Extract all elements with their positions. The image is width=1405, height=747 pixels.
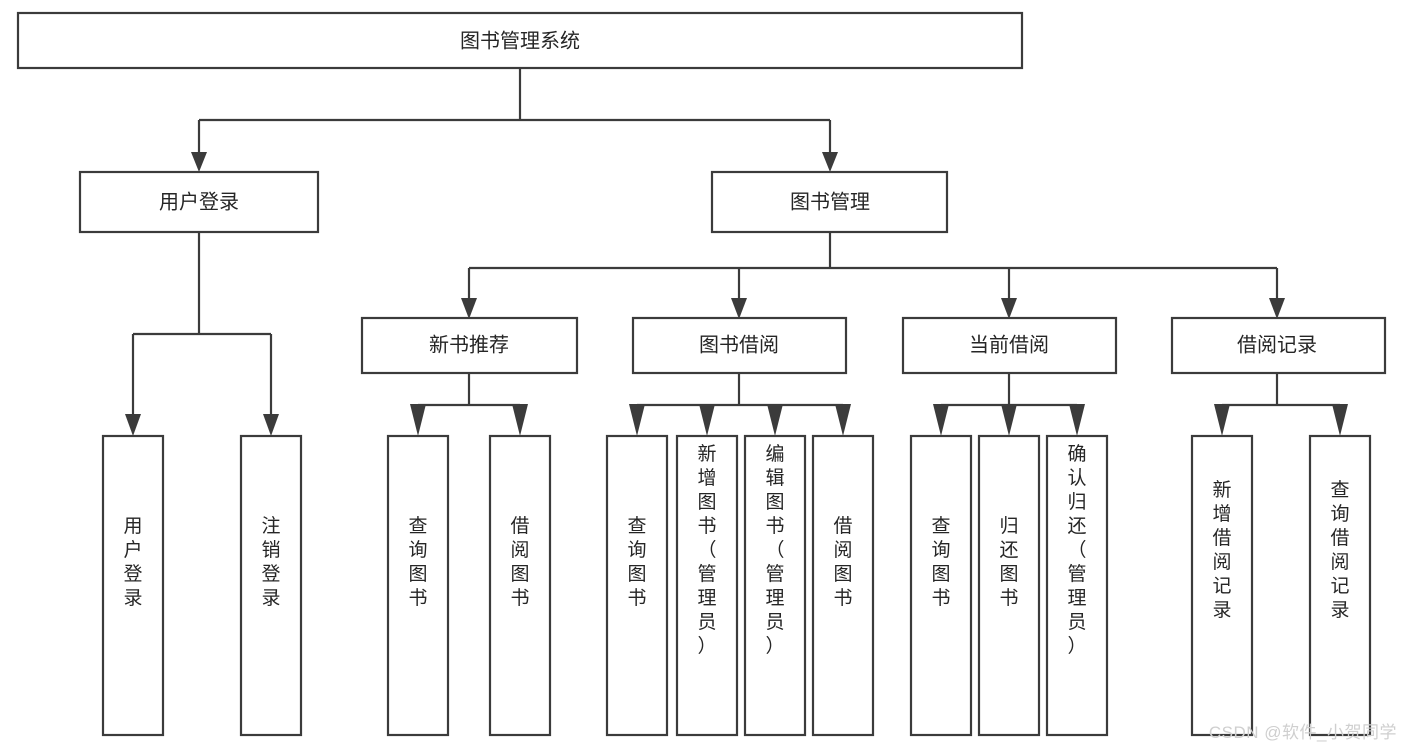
leaf-confirm-return-admin-label: 确认归还（管理员） — [1067, 443, 1086, 657]
node-root-system-label: 图书管理系统 — [460, 29, 580, 52]
arrowhead-current-borrow — [1001, 298, 1017, 319]
leaf-add-book-admin-label: 新增图书（管理员） — [697, 443, 716, 657]
leaf-edit-book-admin[interactable]: 编辑图书（管理员） — [743, 434, 807, 737]
leaf-user-login-box[interactable] — [101, 434, 165, 737]
node-root-system[interactable]: 图书管理系统 — [16, 11, 1024, 70]
arrowhead-leaf-query-book-2 — [629, 404, 645, 436]
leaf-query-borrow-record-box[interactable] — [1308, 434, 1372, 737]
leaf-query-borrow-record-label: 查询借阅记录 — [1330, 479, 1349, 621]
leaf-return-book-label: 归还图书 — [999, 515, 1018, 609]
leaf-query-book-3[interactable]: 查询图书 — [909, 434, 973, 737]
leaf-add-borrow-record-box[interactable] — [1190, 434, 1254, 737]
leaf-add-borrow-record[interactable]: 新增借阅记录 — [1190, 434, 1254, 737]
node-current-borrow-box[interactable] — [901, 316, 1118, 375]
leaf-query-book-1-label: 查询图书 — [408, 515, 427, 609]
node-new-book-recommend-box[interactable] — [360, 316, 579, 375]
node-borrow-record[interactable]: 借阅记录 — [1170, 316, 1387, 375]
leaf-return-book-box[interactable] — [977, 434, 1041, 737]
leaf-query-book-2-box[interactable] — [605, 434, 669, 737]
leaf-confirm-return-admin[interactable]: 确认归还（管理员） — [1045, 434, 1109, 737]
leaf-borrow-book-1[interactable]: 借阅图书 — [488, 434, 552, 737]
leaf-logout-login[interactable]: 注销登录 — [239, 434, 303, 737]
leaf-user-login[interactable]: 用户登录 — [101, 434, 165, 737]
arrowhead-leaf-query-book-1 — [410, 404, 426, 436]
node-new-book-recommend[interactable]: 新书推荐 — [360, 316, 579, 375]
arrowhead-leaf-borrow-book-2 — [835, 404, 851, 436]
node-book-borrow-box[interactable] — [631, 316, 848, 375]
leaf-confirm-return-admin-box[interactable] — [1045, 434, 1109, 737]
leaf-edit-book-admin-label: 编辑图书（管理员） — [765, 443, 784, 657]
leaf-add-book-admin[interactable]: 新增图书（管理员） — [675, 434, 739, 737]
arrowhead-book-borrow — [731, 298, 747, 319]
leaf-query-book-3-label: 查询图书 — [931, 515, 950, 609]
node-borrow-record-box[interactable] — [1170, 316, 1387, 375]
leaf-logout-login-label: 注销登录 — [261, 515, 280, 609]
leaf-add-borrow-record-label: 新增借阅记录 — [1212, 479, 1231, 621]
node-book-borrow-label: 图书借阅 — [699, 333, 779, 356]
csdn-watermark: CSDN @软件_小贺同学 — [1208, 723, 1397, 742]
leaf-edit-book-admin-box[interactable] — [743, 434, 807, 737]
leaf-logout-login-box[interactable] — [239, 434, 303, 737]
leaf-user-login-label: 用户登录 — [123, 516, 142, 609]
node-root-system-box[interactable] — [16, 11, 1024, 70]
node-new-book-recommend-label: 新书推荐 — [429, 333, 509, 356]
arrowhead-book-manage — [822, 152, 838, 172]
leaf-borrow-book-2[interactable]: 借阅图书 — [811, 434, 875, 737]
leaf-query-book-2[interactable]: 查询图书 — [605, 434, 669, 737]
node-user-login-box[interactable] — [78, 170, 320, 234]
arrowhead-borrow-record — [1269, 298, 1285, 319]
leaf-borrow-book-2-box[interactable] — [811, 434, 875, 737]
node-current-borrow[interactable]: 当前借阅 — [901, 316, 1118, 375]
leaf-borrow-book-1-box[interactable] — [488, 434, 552, 737]
arrowhead-leaf-edit-book-admin — [767, 404, 783, 436]
arrowhead-leaf-logout-login — [263, 414, 279, 436]
arrowhead-leaf-query-borrow-record — [1332, 404, 1348, 436]
leaf-add-book-admin-box[interactable] — [675, 434, 739, 737]
node-book-manage-box[interactable] — [710, 170, 949, 234]
arrowhead-leaf-add-borrow-record — [1214, 404, 1230, 436]
arrowhead-leaf-return-book — [1001, 404, 1017, 436]
leaf-return-book[interactable]: 归还图书 — [977, 434, 1041, 737]
node-book-manage[interactable]: 图书管理 — [710, 170, 949, 234]
leaf-borrow-book-2-label: 借阅图书 — [833, 515, 852, 609]
arrowhead-leaf-user-login — [125, 414, 141, 436]
node-current-borrow-label: 当前借阅 — [969, 333, 1049, 356]
node-book-manage-label: 图书管理 — [790, 190, 870, 213]
connector-layer — [125, 68, 1348, 436]
node-borrow-record-label: 借阅记录 — [1237, 333, 1317, 356]
arrowhead-leaf-borrow-book-1 — [512, 404, 528, 436]
arrowhead-user-login — [191, 152, 207, 172]
arrowhead-leaf-confirm-return-admin — [1069, 404, 1085, 436]
leaf-query-book-1-box[interactable] — [386, 434, 450, 737]
arrowhead-leaf-add-book-admin — [699, 404, 715, 436]
leaf-query-book-2-label: 查询图书 — [627, 515, 646, 609]
arrowhead-leaf-query-book-3 — [933, 404, 949, 436]
leaf-query-book-3-box[interactable] — [909, 434, 973, 737]
leaf-query-borrow-record[interactable]: 查询借阅记录 — [1308, 434, 1372, 737]
leaf-borrow-book-1-label: 借阅图书 — [510, 515, 529, 609]
node-user-login-label: 用户登录 — [159, 190, 239, 213]
node-book-borrow[interactable]: 图书借阅 — [631, 316, 848, 375]
node-user-login[interactable]: 用户登录 — [78, 170, 320, 234]
arrowhead-new-book-recommend — [461, 298, 477, 319]
leaf-query-book-1[interactable]: 查询图书 — [386, 434, 450, 737]
